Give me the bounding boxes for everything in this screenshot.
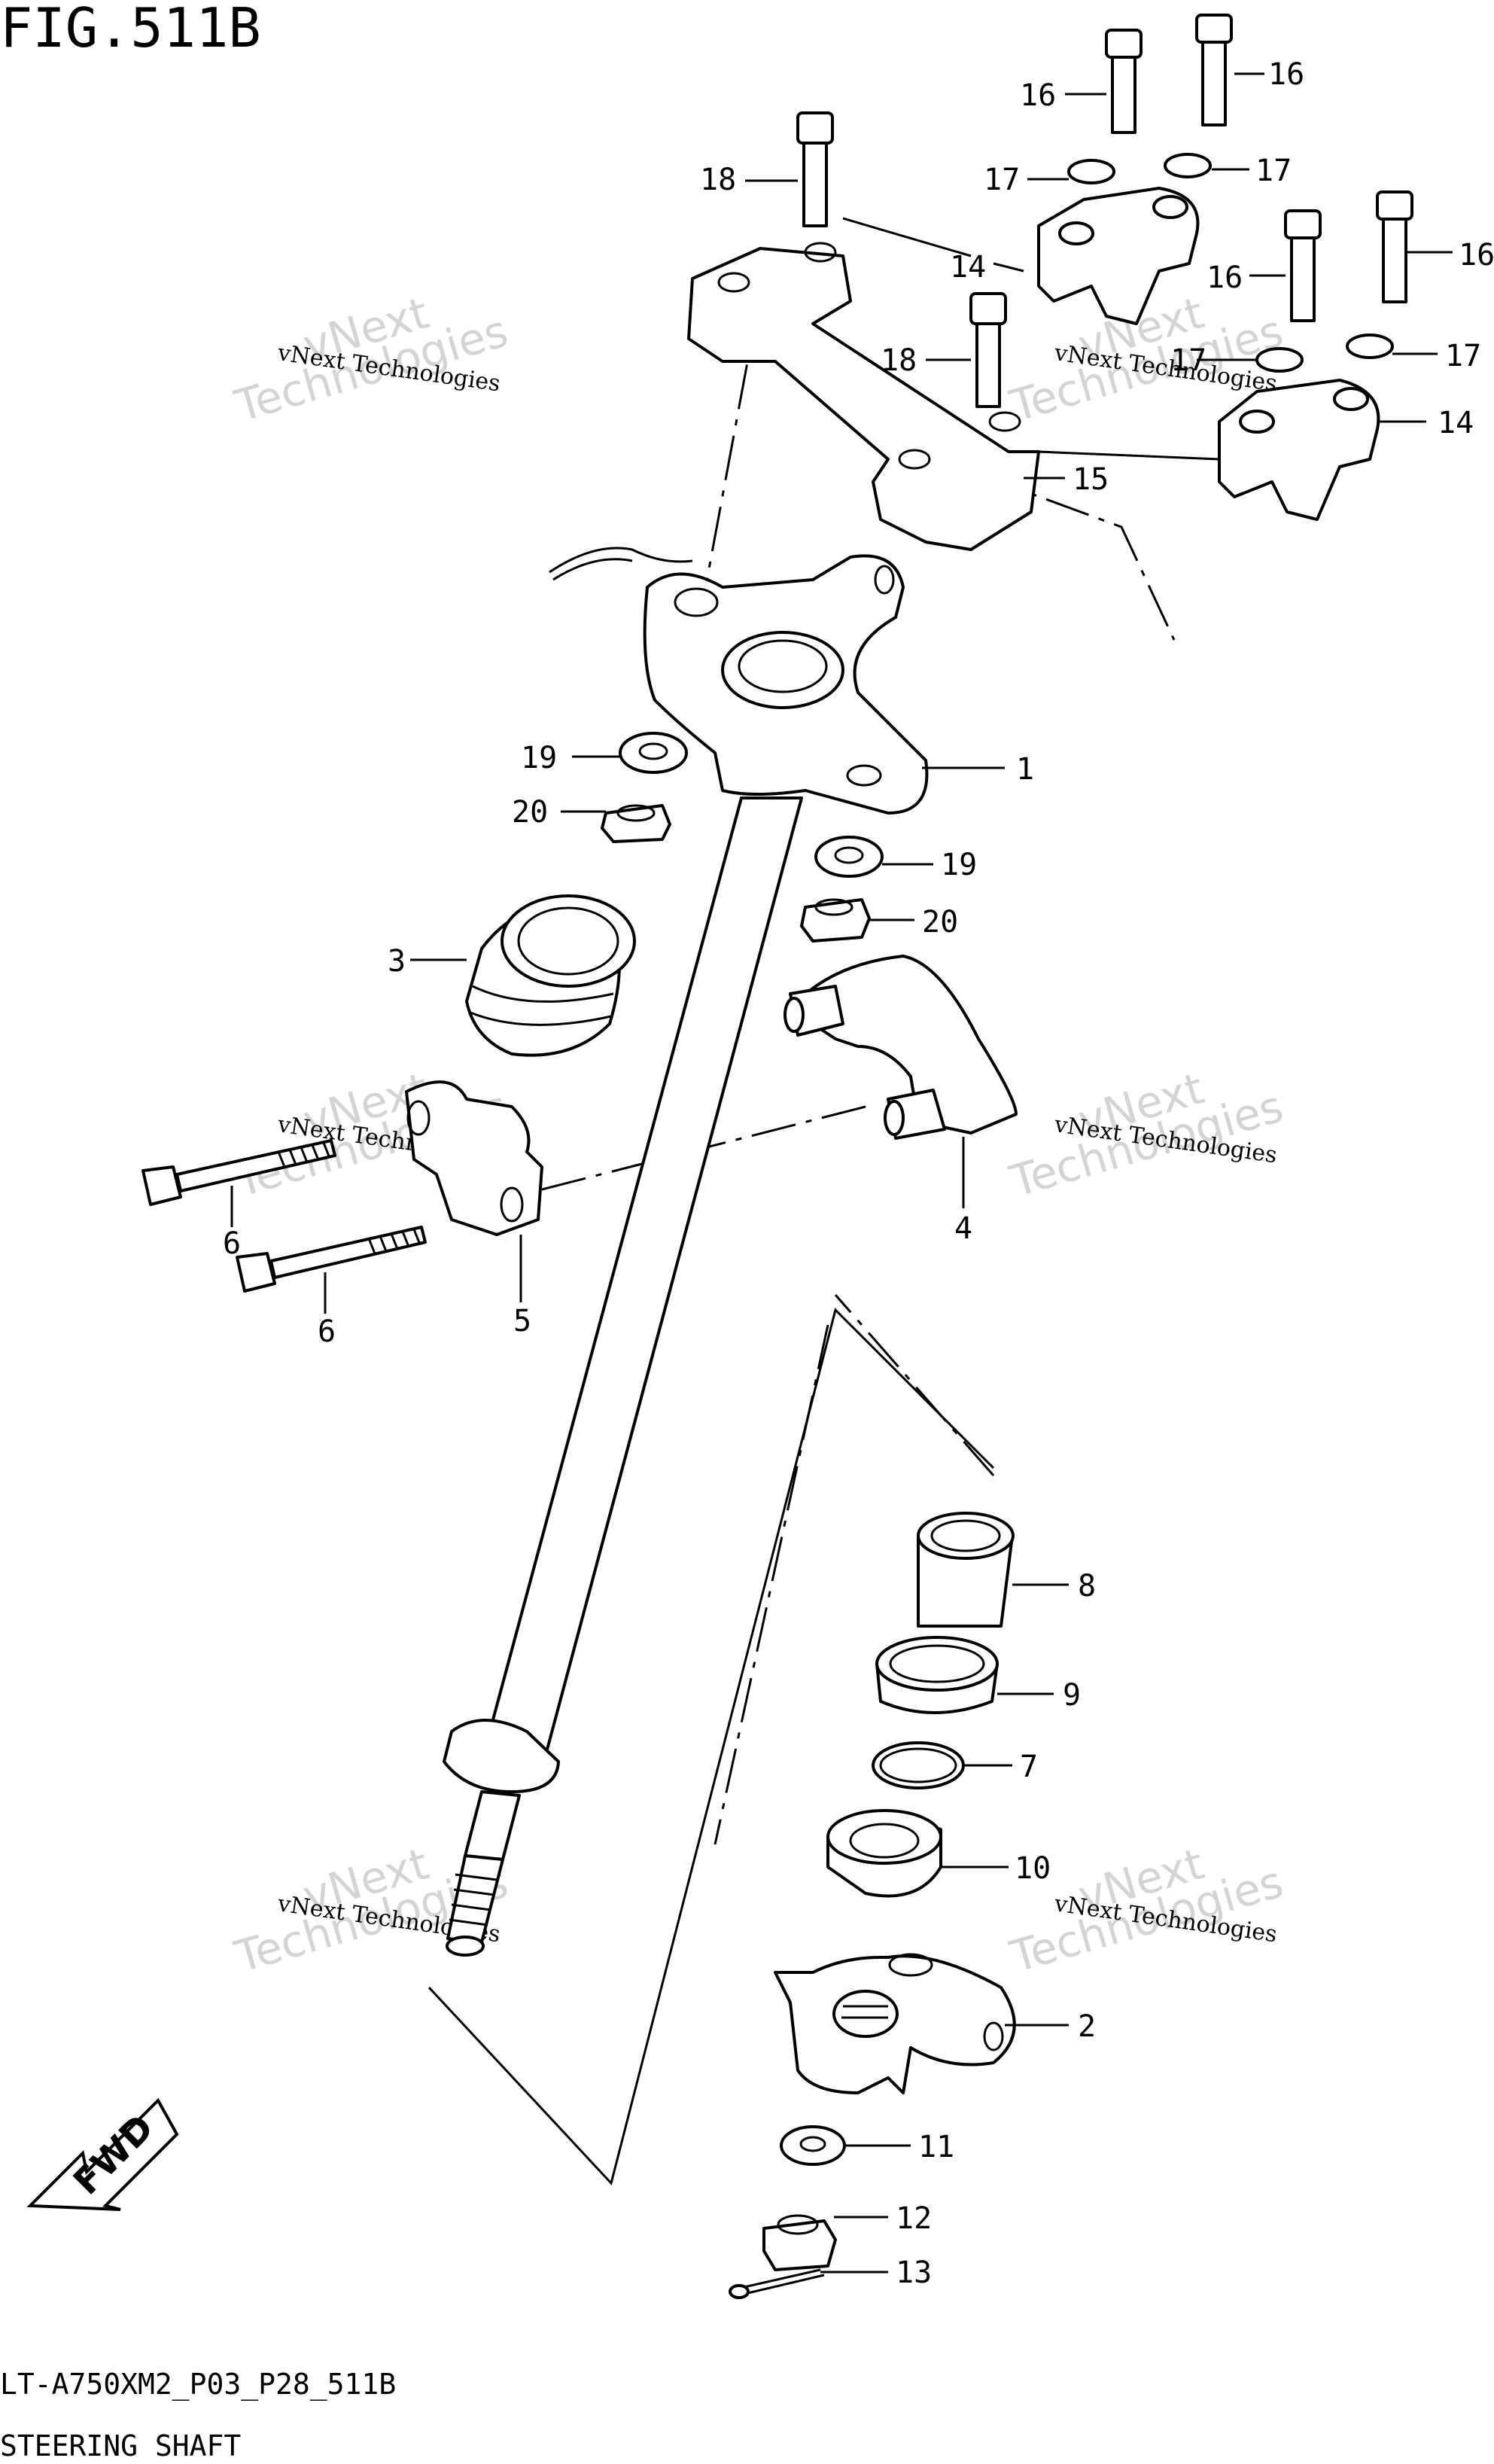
washer-part-11 — [780, 2125, 846, 2166]
callout-19: 19 — [521, 741, 557, 775]
nut-part-20 — [601, 804, 671, 843]
callout-numbers: 1 2 3 4 5 6 6 7 8 9 10 11 12 13 14 14 15… — [223, 57, 1494, 2290]
callout-19: 19 — [941, 848, 977, 882]
figure-title: FIG.511B — [0, 0, 261, 59]
figure-caption: STEERING SHAFT — [0, 2429, 241, 2462]
bolt-part-18 — [969, 292, 1007, 408]
bolt-part-16 — [1195, 14, 1233, 126]
fwd-arrow: FWD — [26, 2097, 179, 2211]
callout-13: 13 — [896, 2255, 932, 2290]
callout-14: 14 — [1438, 406, 1474, 440]
bolt-part-6 — [236, 1226, 427, 1293]
callout-16: 16 — [1020, 78, 1056, 113]
callout-3: 3 — [388, 944, 406, 979]
bolt-part-16 — [1105, 29, 1143, 134]
callout-17: 17 — [1255, 154, 1292, 188]
callout-17: 17 — [1445, 339, 1481, 373]
bolt-part-16 — [1376, 190, 1413, 303]
callout-20: 20 — [922, 905, 958, 940]
o-ring-part-7 — [872, 1741, 965, 1789]
nut-part-12 — [762, 2214, 837, 2271]
callout-11: 11 — [918, 2130, 954, 2164]
cotter-pin-part-13 — [729, 2268, 825, 2299]
callout-12: 12 — [896, 2201, 932, 2236]
steering-arm-part-2 — [774, 1953, 1016, 2094]
bushing-part-8 — [917, 1512, 1015, 1628]
holder-part-4 — [784, 955, 1018, 1140]
callout-2: 2 — [1078, 2009, 1096, 2044]
handlebar-clamp-part-14 — [1037, 187, 1200, 325]
leader-lines — [230, 72, 1453, 2274]
lock-washer-part-17 — [1255, 347, 1304, 373]
callout-10: 10 — [1015, 1851, 1051, 1886]
lock-washer-part-17 — [1346, 334, 1394, 359]
callout-16: 16 — [1459, 238, 1494, 273]
callout-1: 1 — [1016, 752, 1034, 787]
center-lines — [541, 293, 1176, 1845]
callout-20: 20 — [512, 795, 548, 830]
callout-6: 6 — [318, 1314, 336, 1349]
lock-washer-part-17 — [1067, 159, 1115, 184]
upper-bracket-part-1 — [549, 547, 929, 815]
callout-16: 16 — [1268, 57, 1304, 92]
lock-washer-part-17 — [1164, 153, 1212, 178]
nut-part-20 — [800, 898, 871, 943]
callout-6: 6 — [223, 1226, 241, 1261]
callout-15: 15 — [1073, 462, 1109, 497]
handlebar-clamp-part-14 — [1218, 379, 1380, 521]
bushing-part-3 — [465, 894, 636, 1057]
callout-9: 9 — [1063, 1678, 1081, 1713]
model-code: LT-A750XM2_P03_P28_511B — [0, 2368, 396, 2402]
callout-7: 7 — [1020, 1750, 1038, 1784]
washer-part-19 — [619, 732, 688, 774]
clamp-part-5 — [405, 1080, 543, 1236]
callout-4: 4 — [954, 1211, 972, 1246]
callout-8: 8 — [1078, 1569, 1096, 1604]
callout-18: 18 — [700, 163, 736, 197]
steering-shaft — [428, 796, 995, 2186]
callout-17: 17 — [984, 163, 1020, 197]
bolt-part-16 — [1284, 209, 1322, 322]
callout-14: 14 — [950, 250, 986, 285]
callout-16: 16 — [1206, 260, 1243, 295]
callout-18: 18 — [881, 343, 917, 378]
handlebar-holder-part-15 — [687, 242, 1040, 551]
seal-part-9 — [875, 1636, 999, 1714]
bolt-part-18 — [796, 111, 834, 227]
bolt-part-6 — [141, 1139, 336, 1206]
callout-5: 5 — [513, 1304, 531, 1339]
seal-part-10 — [826, 1809, 942, 1898]
washer-part-19 — [814, 836, 884, 878]
callout-17: 17 — [1170, 343, 1206, 378]
